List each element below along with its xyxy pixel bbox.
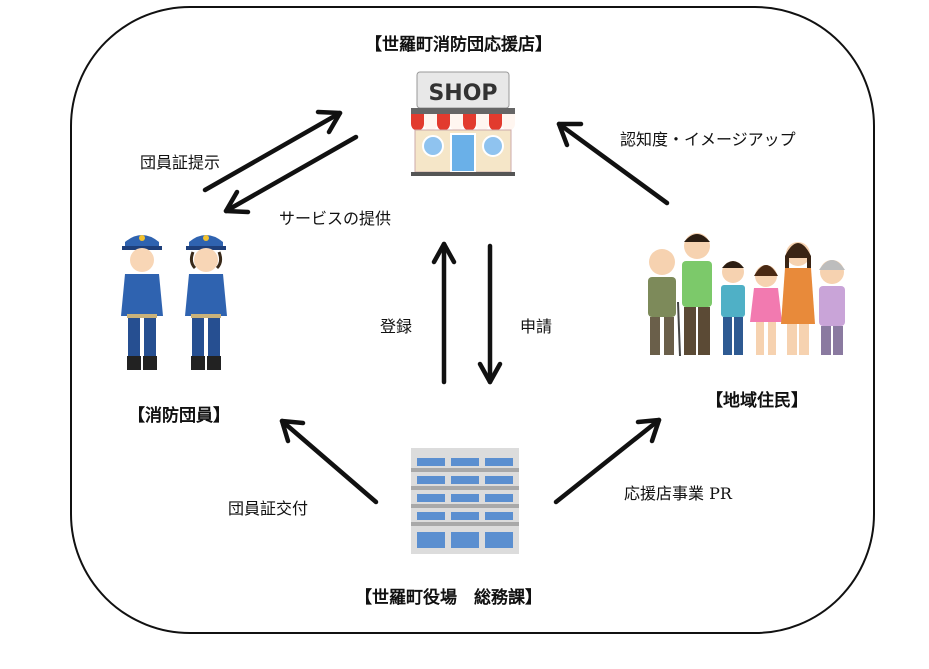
office-title: 【世羅町役場 総務課】 [355,588,542,608]
shop-title: 【世羅町消防団応援店】 [365,35,552,55]
edge-label-issue-id: 団員証交付 [228,499,309,518]
diagram-frame [70,6,875,634]
edge-label-show-id: 団員証提示 [140,153,221,172]
arrow-show-id [202,109,343,193]
girl [750,265,782,355]
shop-sign-text: SHOP [428,81,497,106]
arrow-apply [477,243,503,385]
edge-label-awareness: 認知度・イメージアップ [620,130,796,149]
arrow-service [223,134,359,215]
awning [411,114,515,131]
shop-icon: SHOP [411,71,515,176]
edge-label-register: 登録 [380,317,413,336]
firefighter-female [185,235,227,370]
firefighters-icon [121,235,227,370]
mother [781,242,815,355]
father [682,233,712,355]
arrow-issue-id [279,418,379,505]
residents-icon [648,233,845,357]
arrow-awareness [556,121,670,206]
edge-label-pr: 応援店事業 PR [624,484,732,503]
residents-title: 【地域住民】 [706,391,808,411]
arrow-register [431,241,457,385]
edge-label-service: サービスの提供 [279,209,392,228]
arrow-pr [553,417,662,505]
firefighter-male [121,235,163,370]
grandmother [819,260,845,355]
grandfather [648,249,681,357]
boy [721,261,745,355]
edge-label-apply: 申請 [520,317,553,336]
firefighters-title: 【消防団員】 [128,406,230,426]
office-building-icon [411,448,519,554]
